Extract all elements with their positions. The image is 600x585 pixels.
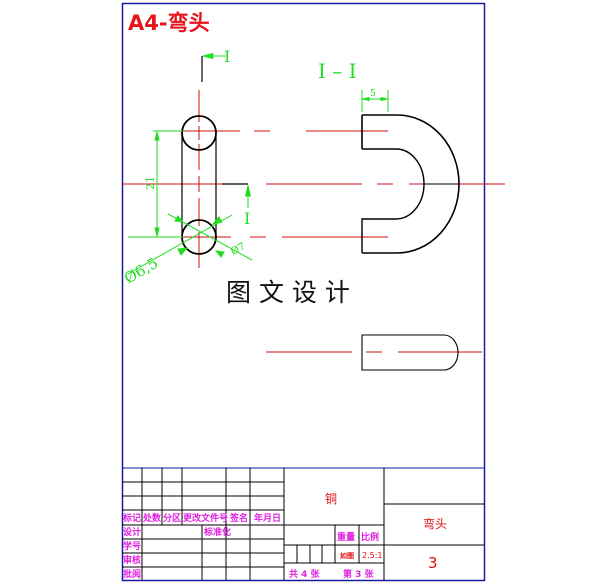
- tb-weight-value: 如图: [340, 551, 354, 560]
- section-mark-top: I: [224, 47, 230, 66]
- dimensions: [127, 52, 389, 275]
- section-mark-right: I: [244, 209, 250, 228]
- dim-thickness: 5: [370, 89, 376, 99]
- tb-header-change-doc: 更改文件号: [183, 512, 228, 524]
- tb-sheet-no: 第 3 张: [343, 568, 375, 580]
- tb-row-design: 设计: [123, 526, 141, 538]
- tb-row-review: 审核: [123, 554, 141, 566]
- section-view: [361, 114, 460, 254]
- tb-row-standardization: 标准化: [203, 526, 231, 538]
- sheet-frame: [121, 2, 486, 582]
- centerlines: [122, 90, 505, 353]
- tb-weight-label: 重量: [337, 531, 355, 543]
- tb-part-name: 弯头: [423, 516, 447, 531]
- tb-header-count: 处数: [142, 512, 162, 524]
- sheet-title: A4-弯头: [128, 11, 210, 35]
- tb-header-mark: 标记: [122, 512, 141, 524]
- tb-header-zone: 分区: [163, 512, 181, 524]
- title-block-grid: [122, 467, 484, 580]
- section-label: I – I: [318, 59, 357, 83]
- tb-drawing-no: 3: [428, 554, 438, 572]
- tb-scale-value: 2.5:1: [362, 551, 383, 560]
- tb-row-approve: 批阅: [123, 568, 141, 580]
- bottom-view: [361, 334, 459, 371]
- tb-sheets-total: 共 4 张: [289, 568, 321, 580]
- tb-header-sign: 签名: [229, 512, 248, 524]
- dim-diameter-inner: Ø7: [229, 241, 247, 258]
- tb-material: 铜: [325, 491, 337, 506]
- dim-height: 21: [144, 176, 157, 190]
- tb-row-student-id: 学号: [123, 540, 141, 552]
- tb-header-date: 年月日: [254, 512, 281, 524]
- watermark: 图 文 设 计: [226, 278, 350, 307]
- tb-scale-label: 比例: [361, 531, 379, 543]
